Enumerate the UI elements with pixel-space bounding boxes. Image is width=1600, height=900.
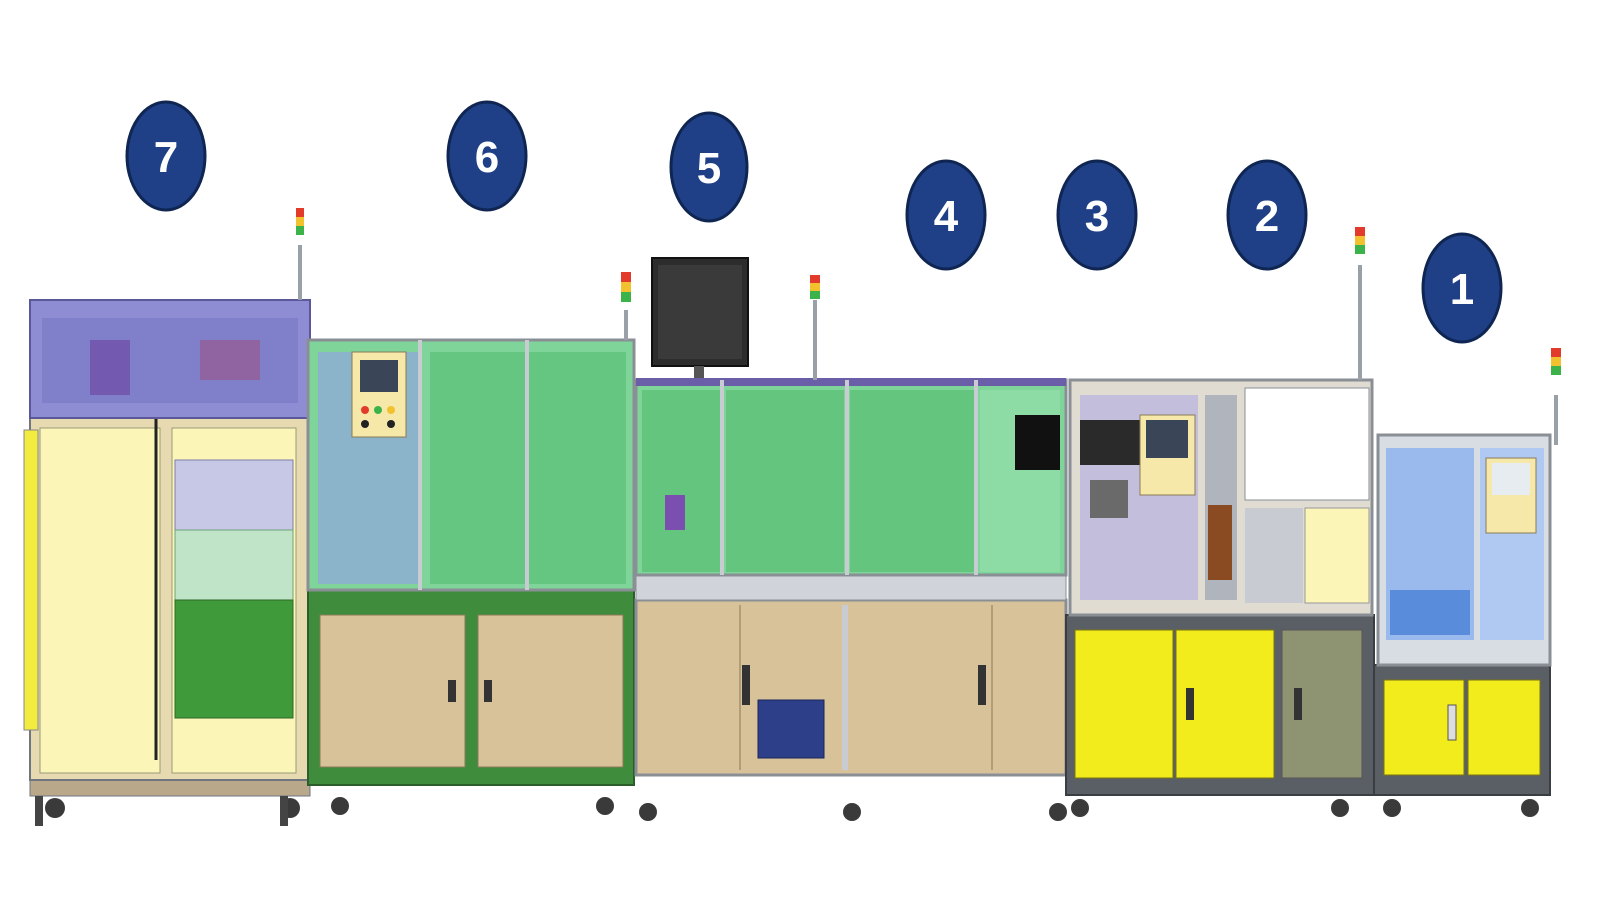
badge-5: 5 [669, 111, 749, 223]
badge-5-circle [669, 111, 749, 223]
badge-2-label: 2 [1255, 192, 1279, 241]
station-badges: 7 6 5 4 3 2 1 [125, 100, 1503, 344]
machine-3-2 [1065, 227, 1375, 817]
badge-3: 3 [1056, 159, 1138, 271]
badge-4-label: 4 [934, 192, 959, 241]
badge-7: 7 [125, 100, 207, 212]
badge-3-label: 3 [1085, 192, 1109, 241]
badge-6-circle [446, 100, 528, 212]
badge-2-circle [1226, 159, 1308, 271]
badge-7-label: 7 [154, 133, 178, 182]
badge-5-label: 5 [697, 144, 721, 193]
badge-6-label: 6 [475, 133, 499, 182]
badge-1-label: 1 [1450, 265, 1474, 314]
machine-5-4 [634, 257, 1068, 821]
machine-7 [23, 208, 311, 826]
machine-6 [306, 272, 636, 815]
badge-1: 1 [1421, 232, 1503, 344]
badge-4-circle [905, 159, 987, 271]
badge-7-circle [125, 100, 207, 212]
machine-1 [1373, 348, 1561, 817]
badge-2: 2 [1226, 159, 1308, 271]
badge-1-circle [1421, 232, 1503, 344]
badge-3-circle [1056, 159, 1138, 271]
badge-4: 4 [905, 159, 987, 271]
badge-6: 6 [446, 100, 528, 212]
